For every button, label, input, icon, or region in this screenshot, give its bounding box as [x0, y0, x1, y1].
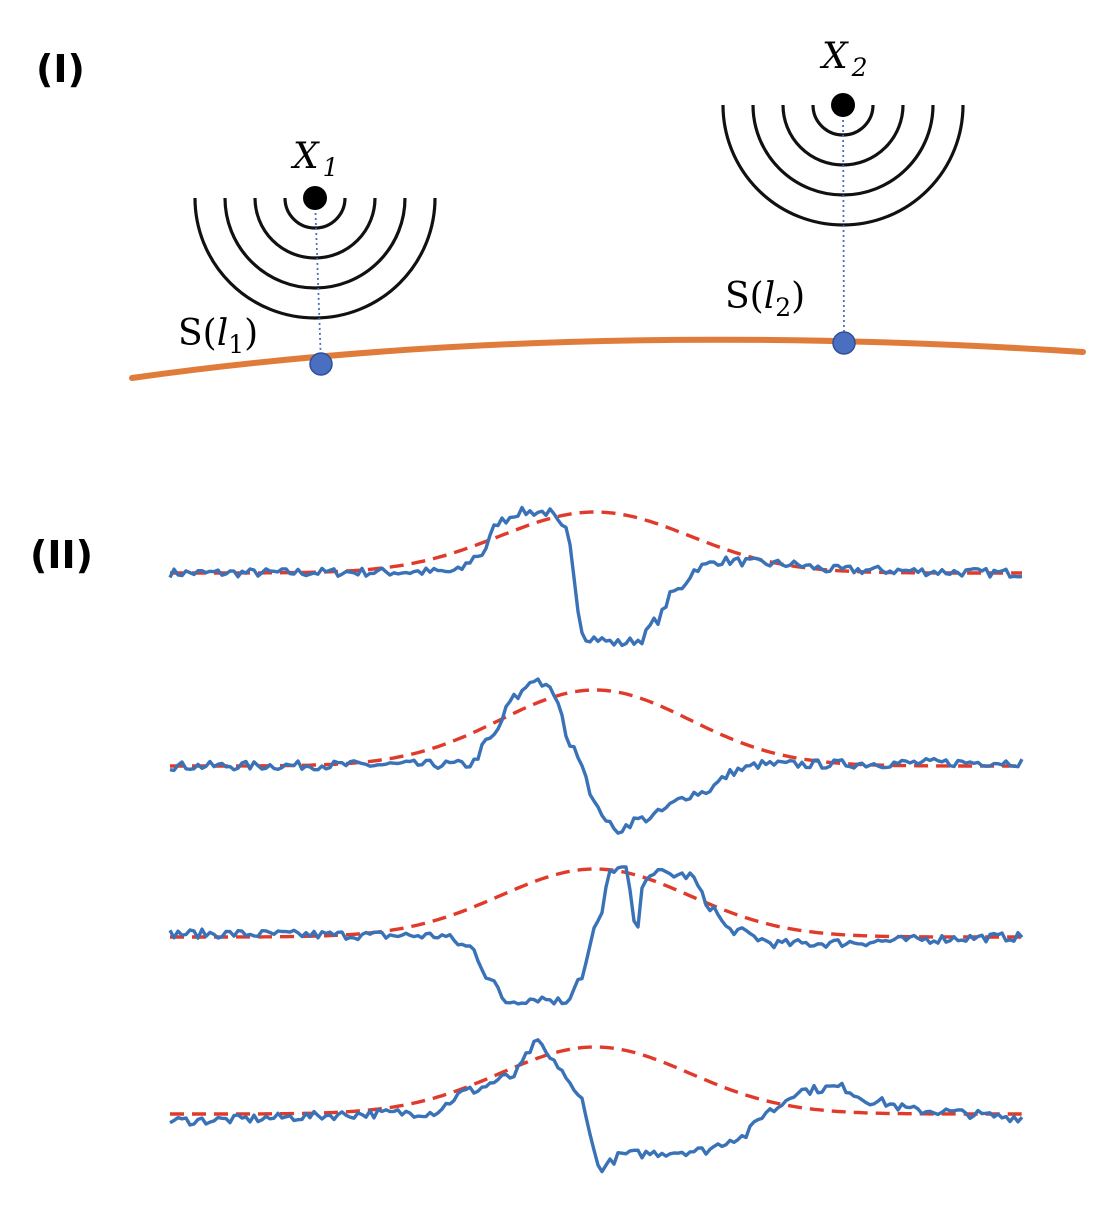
wave-arc	[781, 104, 905, 167]
signal-trace	[169, 1038, 1024, 1174]
panel-label-I: (I)	[36, 47, 85, 91]
trace-group-2	[169, 677, 1024, 835]
wave-arc	[223, 197, 407, 290]
trace-group-4	[169, 1038, 1024, 1174]
wave-arc	[193, 197, 437, 320]
gaussian-curve	[170, 688, 1022, 768]
trace-group-1	[168, 505, 1023, 648]
surface-label-1: S(l1)	[178, 313, 258, 359]
wave-arc	[751, 104, 935, 197]
signal-trace	[169, 677, 1024, 835]
gaussian-curve	[170, 510, 1022, 575]
surface-curve	[129, 336, 1086, 381]
panel-label-II: (II)	[30, 533, 93, 577]
trace-group-3	[168, 865, 1024, 1006]
projection-line-1	[314, 197, 322, 365]
wave-arc	[721, 104, 965, 227]
signal-trace	[168, 505, 1023, 648]
surface-point-2	[832, 331, 856, 355]
wave-arc	[811, 104, 875, 137]
signal-trace	[168, 865, 1024, 1006]
surface-label-2: S(l2)	[725, 276, 805, 322]
surface-point-1	[309, 352, 333, 376]
source-dot-2	[831, 93, 855, 117]
wave-arc	[253, 197, 377, 260]
wave-arc	[283, 197, 347, 230]
source-dot-1	[303, 186, 327, 210]
